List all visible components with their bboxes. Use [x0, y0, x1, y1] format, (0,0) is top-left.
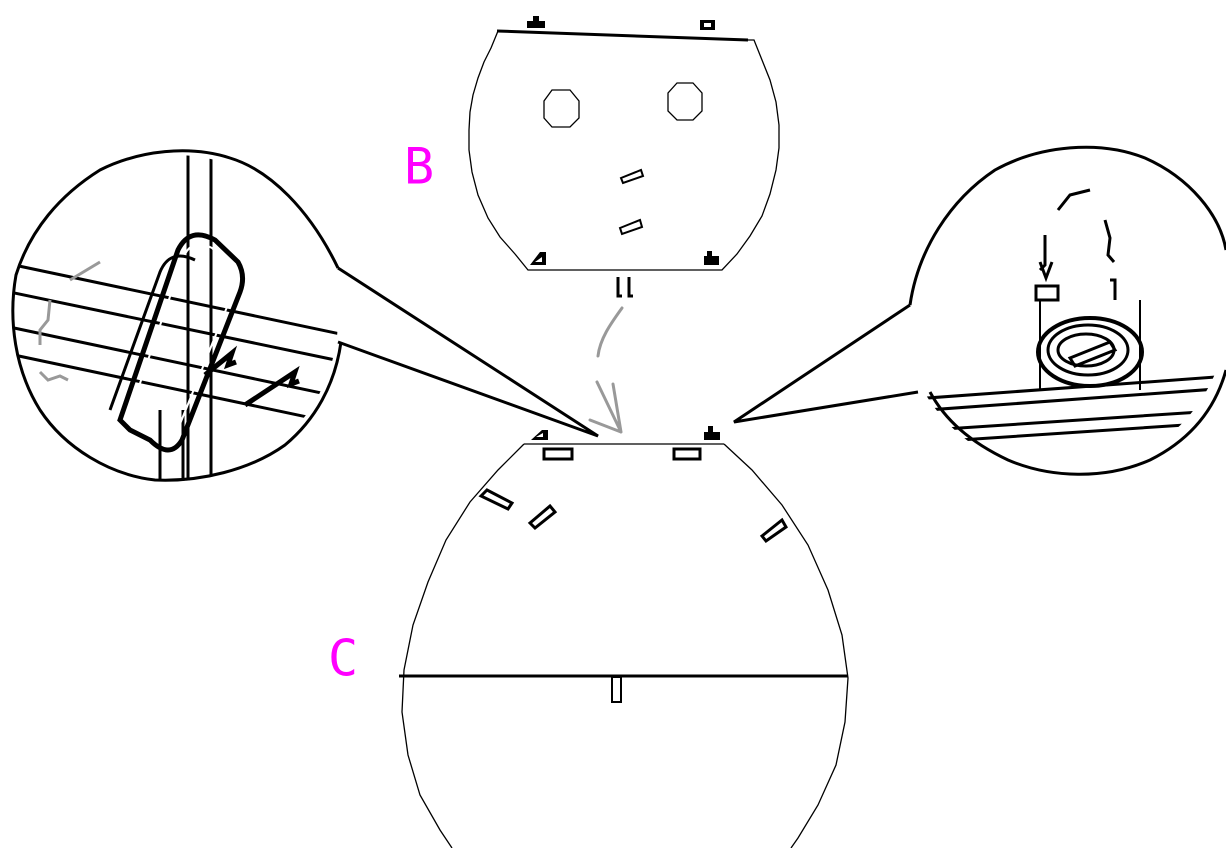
part-b-hole-left: [543, 89, 580, 128]
part-b-bottom-pins: [616, 277, 633, 298]
part-b-hole-right: [667, 82, 703, 121]
right-callout-circle: [908, 145, 1226, 476]
part-b-slot-2: [618, 218, 644, 236]
right-callout: [733, 145, 1226, 476]
part-c-panel: [399, 426, 849, 848]
part-b-tab-bottom-right: [704, 251, 719, 265]
part-c-tab-right: [704, 426, 720, 440]
right-callout-pointer: [733, 303, 919, 424]
part-b-slot-1: [619, 168, 645, 185]
part-c-clip-center: [527, 503, 558, 531]
part-b-outline: [468, 30, 780, 271]
part-c-outline: [401, 443, 849, 848]
part-b-top-edge: [496, 29, 749, 42]
part-c-tab-left: [531, 430, 548, 440]
part-b-tab-top-left: [527, 16, 545, 28]
left-callout-circle: [11, 149, 343, 482]
down-arrow-icon: [588, 306, 624, 434]
clip-icon: [478, 488, 515, 511]
part-c-clip-right: [759, 517, 788, 544]
part-b-panel: [468, 16, 780, 298]
left-callout-pointer: [337, 266, 599, 438]
part-c-slot-left: [542, 447, 574, 461]
part-c-center-post: [611, 676, 622, 703]
part-b-tab-top-right: [700, 20, 715, 30]
magnifier-callout-icon: [11, 149, 599, 482]
part-b-label: B: [404, 138, 434, 196]
part-c-slot-right: [672, 447, 702, 461]
part-b-tab-bottom-left: [530, 252, 546, 265]
part-c-label: C: [328, 630, 358, 688]
